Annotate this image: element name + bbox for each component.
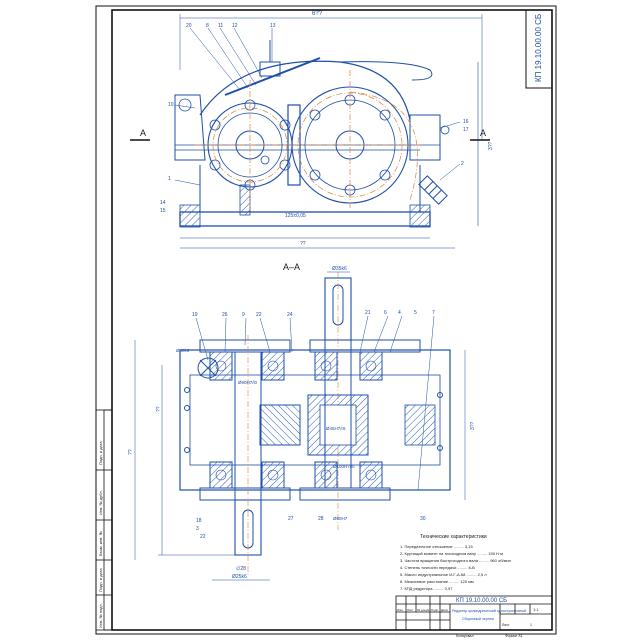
title-format: Формат А1 — [505, 634, 523, 638]
callout: 28 — [318, 516, 324, 522]
callout: 7 — [432, 310, 435, 316]
callout: 10 — [168, 102, 174, 108]
callout: 30 — [420, 516, 426, 522]
note-line: 2. Крутящий момент на тихоходном валу ..… — [400, 551, 503, 556]
plan-dims: Ø35k6 Ø25k6 ∅28 Ø90H7/l0 Ø45H7/r6 Ø100H7… — [128, 266, 476, 580]
dim-bearing-left: Ø90H7/l0 — [238, 380, 258, 385]
title-doc-number: КП 19.10.00.00 СБ — [456, 598, 507, 604]
title-row-izm: Изм. — [397, 608, 404, 612]
dim-shaft-top: Ø40k6 — [176, 348, 190, 353]
callout: 4 — [398, 310, 401, 316]
callout: 14 — [160, 200, 166, 206]
title-row-date: Дата — [441, 608, 448, 612]
callout: 15 — [160, 208, 166, 214]
title-copied: Копировал — [456, 634, 474, 638]
tech-notes: Технические характеристики 1. Передаточн… — [400, 534, 511, 591]
side-stamp-labels: Подп. и дата Инв. № дубл. Взам. инв. № П… — [98, 441, 103, 628]
callout: 8 — [206, 23, 209, 29]
front-callouts: 20 8 11 12 13 10 1 16 17 2 14 15 — [160, 23, 469, 214]
dim-output-shaft: Ø35k6 — [332, 266, 347, 272]
title-scale: 1:1 — [533, 607, 539, 612]
dim-width-left: ?? — [156, 406, 162, 412]
callout: 20 — [186, 23, 192, 29]
callout: 2 — [461, 161, 464, 167]
callout: 3 — [196, 526, 199, 532]
front-centerlines — [195, 70, 420, 210]
callout: 24 — [287, 312, 293, 318]
dim-height: 3?? — [488, 141, 494, 150]
dim-bearing-bottom: Ø80H7 — [333, 516, 348, 521]
title-row-list: Лист — [407, 608, 414, 612]
title-sheet-label: Лист — [502, 623, 510, 627]
note-line: 5. Масло индустриальное И-Г-А-68 .......… — [400, 572, 487, 577]
plan-leaders — [195, 315, 435, 491]
sheet-frame — [95, 5, 557, 635]
callout: 21 — [365, 310, 371, 316]
note-line: 3. Частота вращения быстроходного вала .… — [400, 558, 511, 563]
corner-stamp-text: КП 19.10.00.00 СБ — [534, 14, 543, 82]
callout: 18 — [196, 518, 202, 524]
dim-input-shaft: Ø25k6 — [232, 574, 247, 580]
plan-view — [134, 271, 466, 581]
cut-mark-left: А — [140, 128, 146, 138]
notes-title: Технические характеристики — [420, 534, 487, 540]
dim-depth: ?? — [128, 449, 134, 455]
dim-center-distance: 125±0,05 — [285, 213, 306, 219]
side-label-4: Подп. и дата — [98, 568, 103, 592]
callout: 12 — [232, 23, 238, 29]
callout: 9 — [242, 312, 245, 318]
callout: 1 — [168, 176, 171, 182]
callout: 17 — [463, 127, 469, 133]
note-line: 7. КПД редуктора ......... 0,97 — [400, 586, 453, 591]
callout: 16 — [463, 119, 469, 125]
note-line: 1. Передаточное отношение ......... 3,15 — [400, 544, 473, 549]
title-name-sub: Сборочный чертеж — [462, 617, 494, 621]
callout: 19 — [192, 312, 198, 318]
callout: 13 — [270, 23, 276, 29]
side-label-1: Подп. и дата — [98, 441, 103, 465]
callout: 22 — [256, 312, 262, 318]
title-row-sign: Подп. — [431, 608, 439, 612]
side-label-3: Взам. инв. № — [98, 531, 103, 556]
front-view — [174, 14, 483, 249]
dim-bearing-right: Ø100H7/l0 — [333, 464, 355, 469]
dim-base-width: ?? — [300, 241, 306, 247]
dim-input-key: ∅28 — [236, 566, 246, 572]
dim-overall-width: 6?? — [312, 11, 323, 17]
side-label-5: Инв. № подл. — [98, 603, 103, 628]
title-row-doc: № докум. — [417, 608, 430, 612]
title-name: Редуктор цилиндрический одноступенчатый — [452, 609, 526, 613]
plan-callouts: 19 26 9 22 24 21 6 4 5 7 18 3 22 27 28 3… — [192, 310, 435, 540]
section-label: А–А — [283, 262, 300, 272]
callout: 11 — [218, 23, 223, 29]
side-stamp — [95, 409, 113, 631]
title-sheets: 1 — [530, 623, 532, 627]
callout: 5 — [414, 310, 417, 316]
title-block — [395, 595, 553, 631]
dim-height-right: 3?? — [470, 421, 476, 430]
cut-mark-right: А — [480, 128, 486, 138]
note-line: 6. Межосевое расстояние ......... 125 мм — [400, 579, 474, 584]
callout: 22 — [200, 534, 206, 540]
front-leaders — [174, 27, 461, 186]
note-line: 4. Степень точности передачи ......... 8… — [400, 565, 475, 570]
side-label-2: Инв. № дубл. — [98, 490, 103, 515]
dim-gear-fit: Ø45H7/r6 — [326, 426, 346, 431]
callout: 26 — [222, 312, 228, 318]
callout: 27 — [288, 516, 294, 522]
callout: 6 — [384, 310, 387, 316]
corner-stamp: КП 19.10.00.00 СБ — [525, 9, 553, 89]
